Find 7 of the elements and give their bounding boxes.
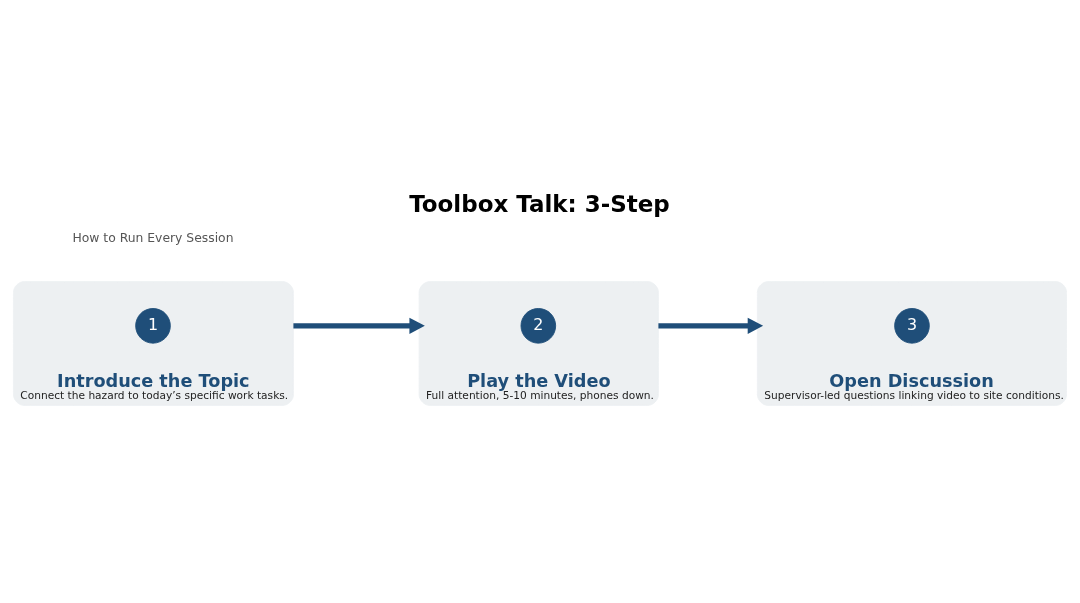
node-circle: 1	[135, 308, 171, 344]
arrow	[293, 317, 425, 334]
arrow	[658, 317, 764, 334]
label: How to Run Every Session	[72, 231, 234, 246]
diagram-title: Toolbox Talk: 3-Step	[409, 190, 670, 217]
node-circle: 2	[520, 308, 557, 344]
node-circle: 3	[894, 308, 930, 344]
